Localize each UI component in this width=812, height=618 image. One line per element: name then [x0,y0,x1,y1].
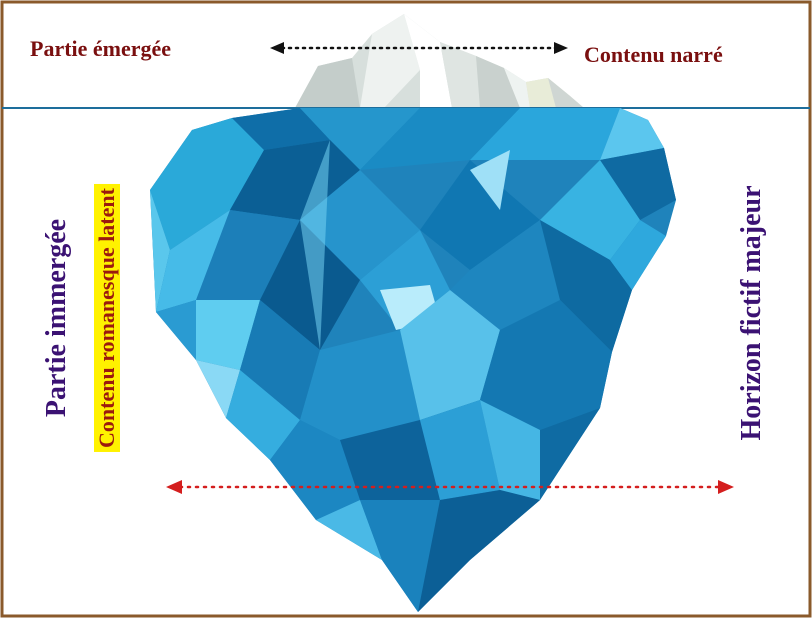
emerged-part-label: Partie émergée [30,36,172,61]
iceberg-tip [295,14,584,108]
iceberg-body [150,108,676,612]
horizon-arrow [166,480,734,494]
emerged-arrow [270,42,568,54]
latent-content-label: Contenu romanesque latent [94,184,120,452]
fictional-horizon-label: Horizon fictif majeur [736,185,767,441]
narrated-content-label: Contenu narré [584,42,723,67]
immersed-part-label: Partie immergée [41,218,72,418]
